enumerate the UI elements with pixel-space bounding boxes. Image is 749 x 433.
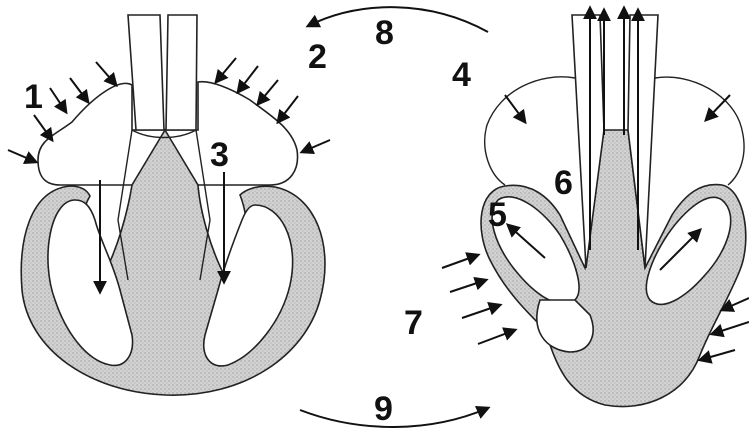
atrial-arrow: [505, 95, 525, 122]
label-7: 7: [404, 304, 423, 342]
compression-arrow: [462, 305, 500, 318]
cycle-arrow-bottom: [300, 408, 488, 427]
label-5: 5: [488, 196, 507, 234]
inflow-arrow: [238, 66, 258, 92]
compression-arrow: [700, 350, 735, 360]
inflow-arrow: [216, 58, 236, 82]
label-2: 2: [308, 38, 327, 76]
atrial-arrow: [706, 95, 730, 120]
label-8: 8: [375, 14, 394, 52]
compression-arrow: [450, 280, 486, 292]
label-6: 6: [554, 164, 573, 202]
inflow-arrow: [302, 140, 330, 152]
inflow-arrow: [50, 88, 66, 112]
inflow-arrow: [34, 115, 52, 140]
label-3: 3: [210, 136, 229, 174]
compression-arrow: [442, 255, 478, 268]
inflow-arrow: [96, 62, 116, 85]
left-vessels: [128, 15, 164, 130]
heart-diastole: [8, 15, 330, 395]
label-4: 4: [452, 56, 471, 94]
cycle-arrow-top: [308, 7, 488, 32]
inflow-arrow: [70, 78, 88, 102]
label-1: 1: [24, 78, 43, 116]
compression-arrow: [478, 330, 515, 344]
inflow-arrow: [8, 150, 36, 162]
inflow-arrow: [278, 96, 298, 122]
compression-arrow: [712, 322, 749, 334]
inflow-arrow: [258, 80, 278, 104]
label-9: 9: [374, 390, 393, 428]
